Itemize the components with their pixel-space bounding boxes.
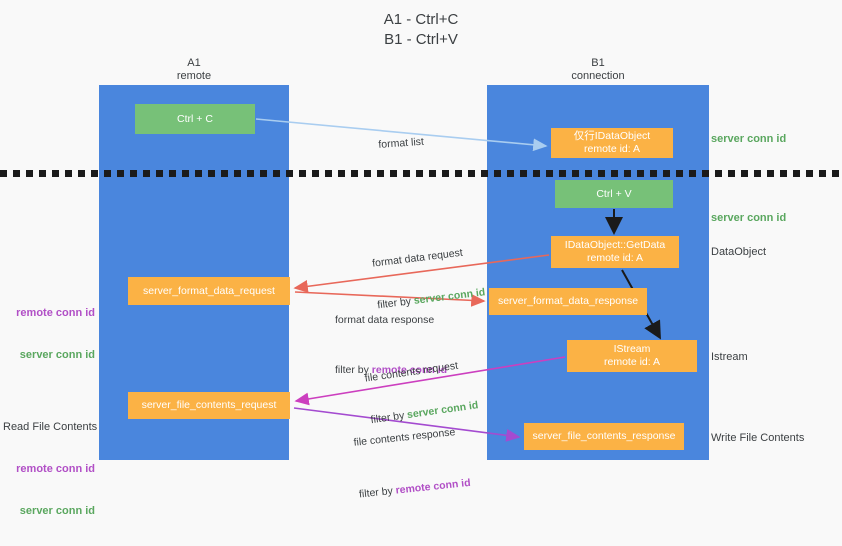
edge-label-format-list: format list [376, 107, 426, 180]
edge-label-format-data-response-line1: format data response [335, 314, 435, 326]
filter-prefix: filter by [358, 484, 397, 501]
node-ctrl-v[interactable]: Ctrl + V [555, 180, 673, 208]
node-getdata-line1: IDataObject::GetData [564, 239, 666, 251]
edge-label-format-list-line1: format list [378, 135, 425, 151]
left-note-read-file-contents: Read File Contents remote conn id server… [3, 392, 98, 546]
edge-label-file-contents-response: file contents response filter by remote … [350, 396, 474, 529]
filter-value-remote-conn-id: remote conn id [395, 476, 472, 497]
diagram-canvas: A1 - Ctrl+C B1 - Ctrl+V A1 remote B1 con… [0, 11, 842, 517]
filter-prefix: filter by [335, 364, 372, 376]
node-server-file-contents-response-label: server_file_contents_response [532, 430, 676, 442]
note-server-conn-id-second: server conn id [711, 212, 787, 224]
edge-label-file-contents-request-line1: file contents request [364, 359, 459, 385]
node-ctrl-c-line1: Ctrl + C [177, 112, 213, 125]
edge-label-format-data-request-line1: format data request [371, 246, 464, 270]
node-getdata-line2: remote id: A [586, 252, 644, 264]
node-istream[interactable]: IStream remote id: A [567, 340, 697, 372]
dashed-divider [0, 170, 842, 177]
node-server-file-contents-request-label: server_file_contents_request [141, 399, 277, 411]
left-note-server-conn-id-1: server conn id [19, 349, 95, 361]
edge-label-file-contents-response-filter: filter by remote conn id [358, 476, 471, 502]
edge-label-format-data-response: format data response filter by remote co… [335, 285, 447, 405]
page-title: A1 - Ctrl+C B1 - Ctrl+V [383, 11, 459, 48]
left-note-read-file-contents-heading: Read File Contents [3, 421, 98, 433]
node-ctrl-v-line1: Ctrl + V [596, 187, 632, 200]
node-ctrl-c[interactable]: Ctrl + C [135, 104, 255, 134]
edge-label-format-data-response-filter: filter by remote conn id [335, 363, 447, 377]
node-idataobject-line1: 仅行IDataObject [573, 130, 651, 142]
node-server-file-contents-request[interactable]: server_file_contents_request [128, 392, 290, 419]
left-note-server-conn-id-2: server conn id [19, 505, 95, 517]
note-write-file-contents: Write File Contents [711, 432, 805, 444]
left-note-remote-conn-id-2: remote conn id [16, 463, 95, 475]
edge-label-file-contents-response-line1: file contents response [353, 426, 456, 449]
left-note-conn-ids-top: remote conn id server conn id [3, 278, 95, 390]
node-idataobject-getdata[interactable]: IDataObject::GetData remote id: A [551, 236, 679, 268]
node-server-format-data-response-label: server_format_data_response [497, 295, 639, 307]
note-server-conn-id-top: server conn id [711, 133, 787, 145]
node-idataobject[interactable]: 仅行IDataObject remote id: A [551, 128, 673, 158]
node-idataobject-line2: remote id: A [583, 143, 641, 155]
note-dataobject: DataObject [711, 246, 767, 258]
filter-value-remote-conn-id: remote conn id [371, 364, 448, 376]
note-istream: Istream [711, 351, 748, 363]
node-istream-line1: IStream [613, 343, 651, 355]
column-header-b1: B1 connection [571, 57, 625, 82]
node-server-format-data-request-label: server_format_data_request [143, 284, 275, 297]
node-server-format-data-response[interactable]: server_format_data_response [489, 288, 647, 315]
column-header-a1: A1 remote [176, 57, 212, 82]
left-note-remote-conn-id-1: remote conn id [16, 307, 95, 319]
node-server-format-data-request[interactable]: server_format_data_request [128, 277, 290, 305]
node-server-file-contents-response[interactable]: server_file_contents_response [524, 423, 684, 450]
node-istream-line2: remote id: A [603, 356, 661, 368]
